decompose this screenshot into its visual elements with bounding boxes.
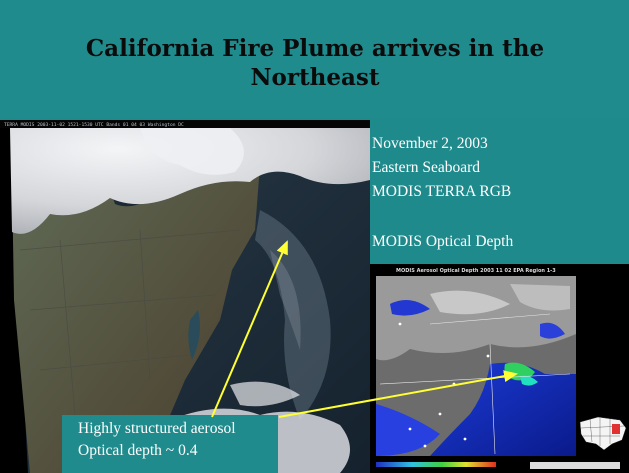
info-date: November 2, 2003 xyxy=(372,135,488,152)
modis-aod-map: MODIS Aerosol Optical Depth 2003 11 02 E… xyxy=(370,264,629,473)
callout-line-2: Optical depth ~ 0.4 xyxy=(78,442,198,459)
info-product: MODIS TERRA RGB xyxy=(372,183,512,200)
image-info-block: November 2, 2003 Eastern Seaboard MODIS … xyxy=(372,132,513,254)
callout-text: Highly structured aerosol Optical depth … xyxy=(78,418,236,462)
satellite-caption: TERRA MODIS 2003-11-02 1521-1530 UTC Ban… xyxy=(4,122,184,128)
info-aod-label: MODIS Optical Depth xyxy=(372,233,514,250)
info-region: Eastern Seaboard xyxy=(372,159,481,176)
title-line-1: California Fire Plume arrives in the xyxy=(85,35,545,62)
slide-title: California Fire Plume arrives in the Nor… xyxy=(40,34,590,92)
usa-inset-map xyxy=(579,416,627,451)
title-line-2: Northeast xyxy=(250,64,380,91)
title-band xyxy=(0,0,629,118)
callout-line-1: Highly structured aerosol xyxy=(78,420,236,437)
callout-box xyxy=(62,415,278,473)
aod-map-header: MODIS Aerosol Optical Depth 2003 11 02 E… xyxy=(396,268,556,274)
